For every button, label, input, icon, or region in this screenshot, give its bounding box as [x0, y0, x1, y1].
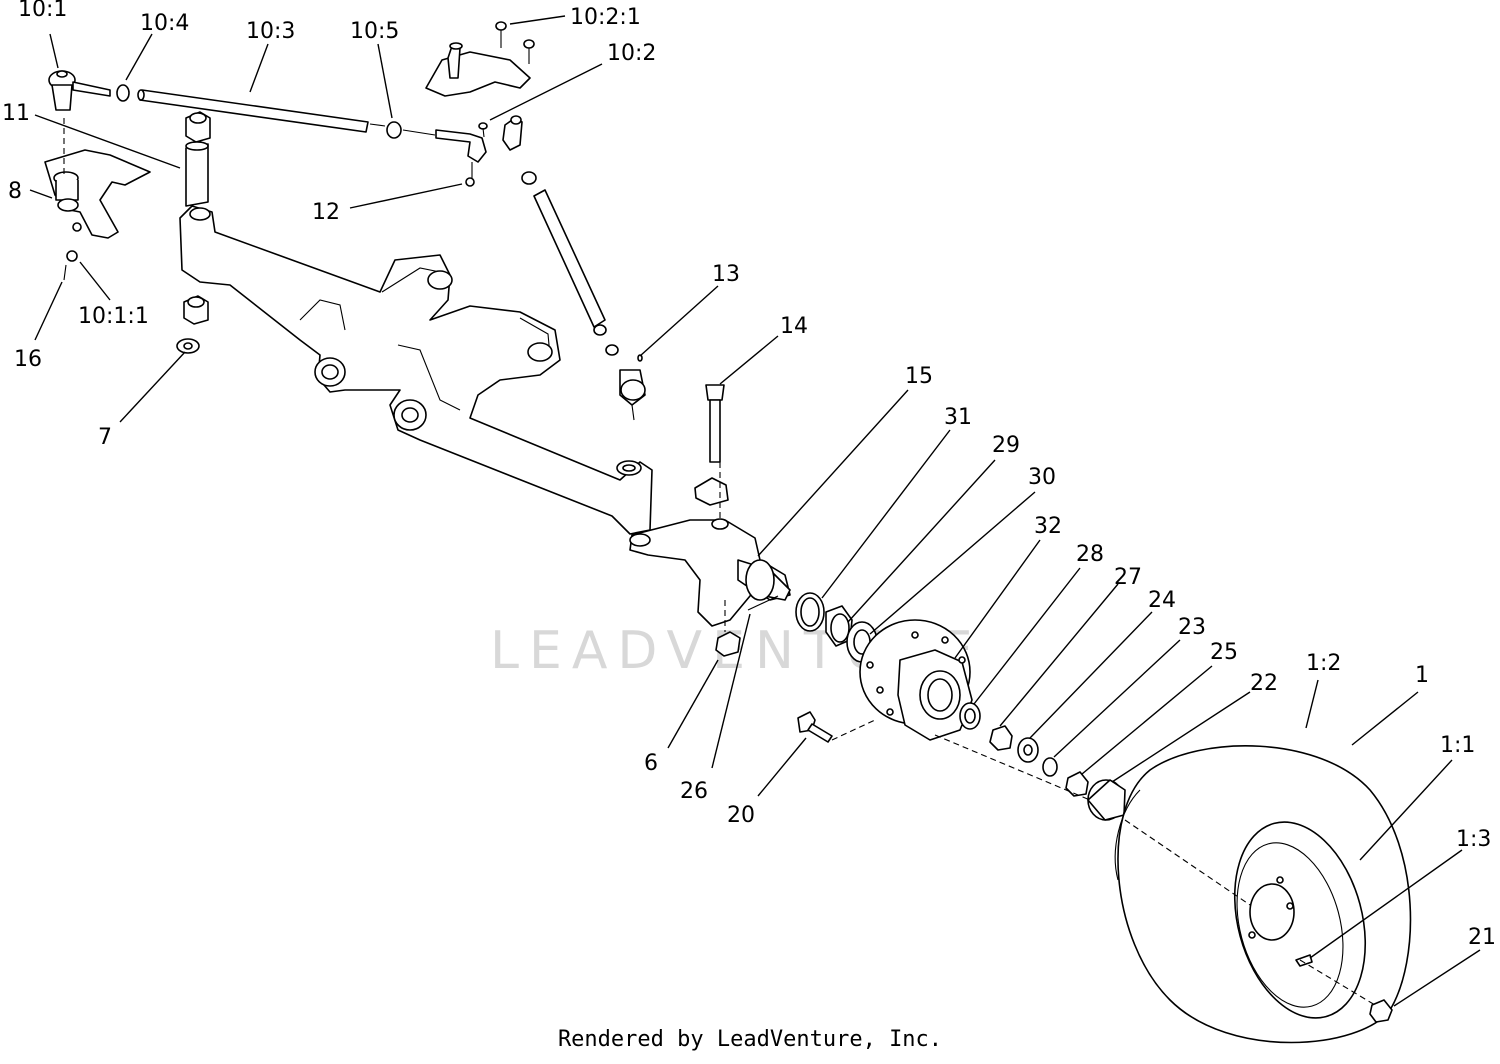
callout-7: 7: [98, 425, 112, 450]
hub-bearings-seals: [795, 592, 878, 663]
callout-30: 30: [1028, 465, 1056, 490]
callout-1: 1: [1415, 663, 1429, 688]
callout-labels: 10:1 10:4 10:3 10:5 10:2:1 10:2 11 8 12 …: [2, 0, 1496, 950]
callout-1-3: 1:3: [1456, 827, 1491, 852]
callout-10-3: 10:3: [246, 19, 295, 44]
callout-26: 26: [680, 779, 708, 804]
pivot-bushings: [176, 111, 211, 354]
callout-20: 20: [727, 803, 755, 828]
callout-10-1: 10:1: [18, 0, 67, 22]
callout-24: 24: [1148, 588, 1176, 613]
callout-27: 27: [1114, 565, 1142, 590]
callout-6: 6: [644, 751, 658, 776]
footer-credit: Rendered by LeadVenture, Inc.: [557, 1027, 943, 1052]
callout-12: 12: [312, 200, 340, 225]
outer-bearing-stack: [934, 702, 1126, 821]
callout-22: 22: [1250, 671, 1278, 696]
callout-11: 11: [2, 101, 30, 126]
left-steering-bracket: [44, 118, 151, 281]
callout-10-1-1: 10:1:1: [78, 304, 149, 329]
steering-spindle: [629, 384, 791, 657]
callout-21: 21: [1468, 925, 1496, 950]
callout-15: 15: [905, 364, 933, 389]
callout-1-2: 1:2: [1306, 651, 1341, 676]
callout-29: 29: [992, 433, 1020, 458]
callout-8: 8: [8, 179, 22, 204]
tie-rod-assembly: [48, 21, 535, 187]
callout-28: 28: [1076, 542, 1104, 567]
callout-10-5: 10:5: [350, 19, 399, 44]
front-axle-beam: [179, 205, 653, 535]
callout-23: 23: [1178, 615, 1206, 640]
callout-10-2-1: 10:2:1: [570, 5, 641, 30]
callout-1-1: 1:1: [1440, 733, 1475, 758]
wheel-and-tire: [1114, 745, 1412, 1044]
callout-25: 25: [1210, 640, 1238, 665]
wheel-hub: [859, 619, 973, 741]
drag-link: [502, 115, 646, 421]
leader-lines: [29, 15, 1481, 1007]
callout-14: 14: [780, 314, 808, 339]
callout-32: 32: [1034, 514, 1062, 539]
callout-10-2: 10:2: [607, 41, 656, 66]
callout-10-4: 10:4: [140, 11, 189, 36]
callout-13: 13: [712, 262, 740, 287]
wheel-stud: [797, 711, 876, 743]
callout-16: 16: [14, 347, 42, 372]
callout-31: 31: [944, 405, 972, 430]
